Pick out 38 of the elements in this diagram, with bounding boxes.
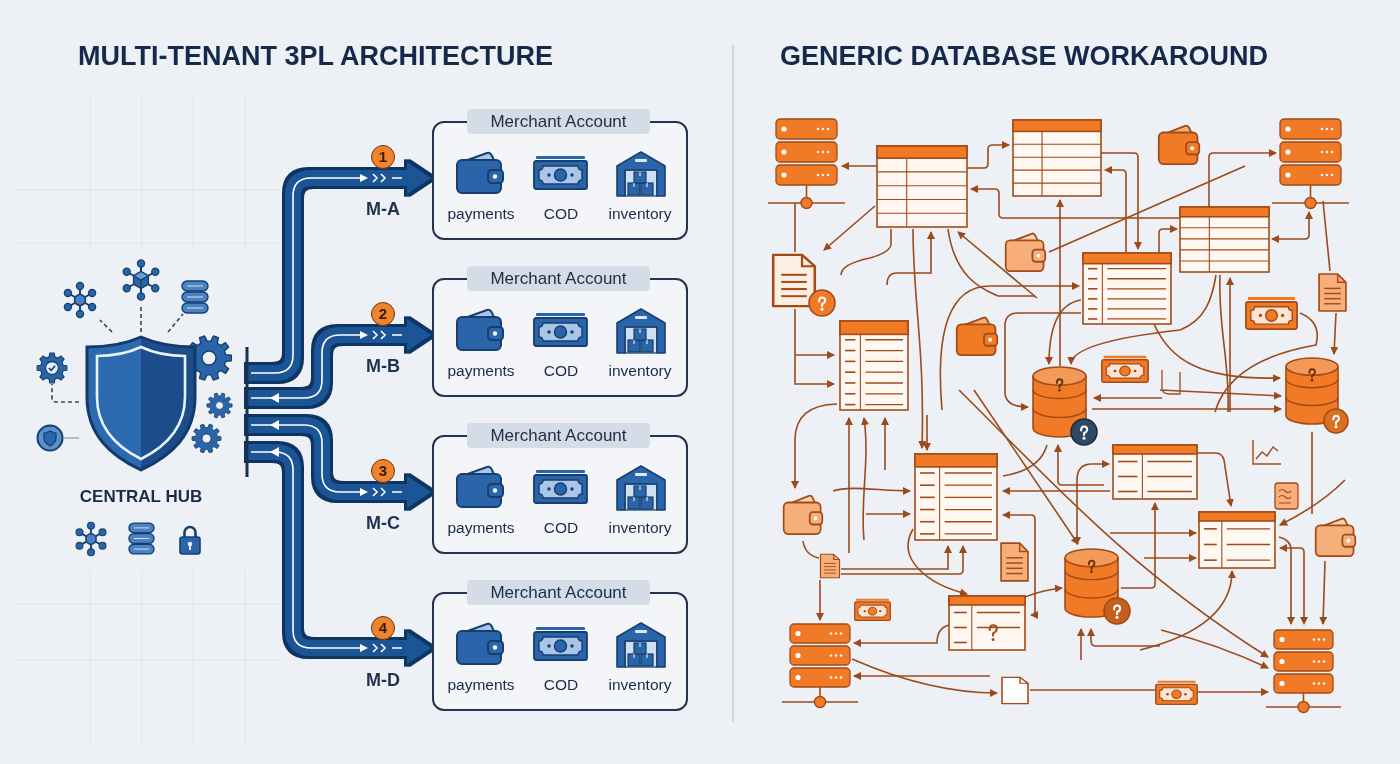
item-caption: inventory [602, 518, 678, 538]
item-caption: payments [444, 204, 518, 224]
database-icon [181, 280, 209, 314]
shield-badge-icon [36, 424, 64, 452]
gear-icon [36, 352, 68, 384]
edge-label: M-C [365, 512, 401, 534]
panel-title: MULTI-TENANT 3PL ARCHITECTURE [78, 40, 554, 73]
callout-number: 3 [371, 459, 395, 483]
flow-arrow [247, 417, 431, 508]
panel-title: GENERIC DATABASE WORKAROUND [780, 40, 1269, 73]
dashed-connector [167, 313, 184, 333]
account-heading: Merchant Account [467, 580, 650, 605]
flow-arrow [247, 319, 431, 406]
hub-label: CENTRAL HUB [79, 486, 203, 508]
edge-label: M-D [365, 669, 401, 691]
item-caption: COD [531, 361, 591, 381]
item-caption: payments [444, 361, 518, 381]
account-heading: Merchant Account [467, 266, 650, 291]
item-caption: COD [531, 518, 591, 538]
item-caption: inventory [602, 675, 678, 695]
item-caption: payments [444, 675, 518, 695]
dashed-connector [51, 383, 80, 403]
item-caption: COD [531, 675, 591, 695]
edge-label: M-B [365, 355, 401, 377]
item-caption: COD [531, 204, 591, 224]
item-caption: inventory [602, 204, 678, 224]
callout-number: 1 [371, 145, 395, 169]
item-caption: inventory [602, 361, 678, 381]
account-heading: Merchant Account [467, 109, 650, 134]
connector-line [63, 437, 80, 439]
flow-arrow [247, 162, 431, 381]
account-heading: Merchant Account [467, 423, 650, 448]
edge-label: M-A [365, 198, 401, 220]
item-caption: payments [444, 518, 518, 538]
callout-number: 4 [371, 616, 395, 640]
callout-number: 2 [371, 302, 395, 326]
dashed-connector [99, 319, 113, 333]
flow-arrow [247, 444, 431, 664]
